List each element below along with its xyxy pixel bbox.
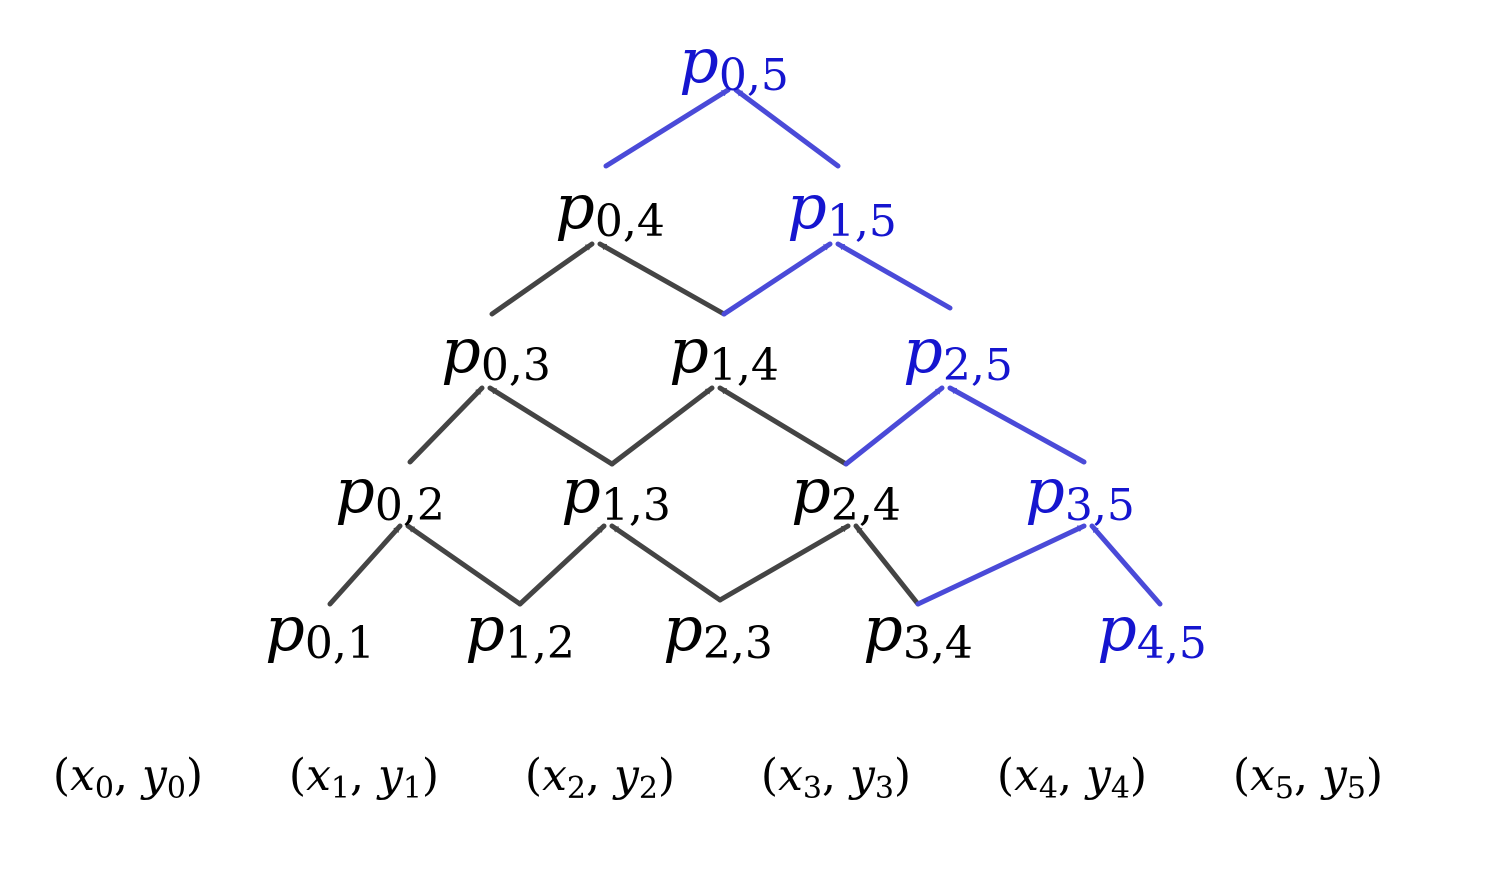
node-symbol: p <box>561 454 601 527</box>
node-subscript: 2,5 <box>943 340 1013 391</box>
node-subscript: 1,3 <box>601 480 671 531</box>
node-symbol: p <box>265 592 305 665</box>
data-point-3: (x3, y3) <box>761 750 911 806</box>
node-subscript: 3,4 <box>903 618 973 669</box>
edge-p15-to-p05-arrow <box>733 87 841 169</box>
node-p35: p3,5 <box>1025 454 1135 531</box>
node-symbol: p <box>669 314 709 387</box>
edge-p23-to-p13-arrow <box>609 523 723 603</box>
data-point-4: (x4, y4) <box>997 750 1147 806</box>
edge-p04-to-p05-arrow <box>603 87 731 169</box>
node-subscript: 1,4 <box>709 340 779 391</box>
edge-p13-to-p14-arrow <box>609 385 715 467</box>
node-symbol: p <box>787 170 827 243</box>
edge-p24-to-p25-arrow <box>843 385 945 467</box>
node-symbol: p <box>441 314 481 387</box>
node-p02: p0,2 <box>335 454 445 531</box>
edge-p45-to-p35-arrow <box>1089 523 1163 607</box>
node-subscript: 1,2 <box>505 618 575 669</box>
node-p34: p3,4 <box>863 592 973 669</box>
node-symbol: p <box>465 592 505 665</box>
node-symbol: p <box>863 592 903 665</box>
node-subscript: 0,5 <box>719 50 789 101</box>
edge-p35-to-p25-arrow <box>947 385 1087 465</box>
node-p25: p2,5 <box>903 314 1013 391</box>
edge-p03-to-p04-arrow <box>489 241 595 317</box>
edge-p25-to-p15-arrow <box>835 241 953 311</box>
node-symbol: p <box>903 314 943 387</box>
edge-p12-to-p13-arrow <box>517 523 607 607</box>
data-point-5: (x5, y5) <box>1233 750 1383 806</box>
data-point-0: (x0, y0) <box>53 750 203 806</box>
node-p45: p4,5 <box>1097 592 1207 669</box>
edge-p13-to-p03-arrow <box>487 385 615 467</box>
node-p03: p0,3 <box>441 314 551 391</box>
node-p23: p2,3 <box>663 592 773 669</box>
points-layer: (x0, y0) (x1, y1) (x2, y2) (x3, y3) (x4, y4)… <box>53 750 1383 806</box>
node-symbol: p <box>791 454 831 527</box>
edge-p23-to-p24-arrow <box>717 523 851 603</box>
edge-p01-to-p02-arrow <box>327 523 403 607</box>
node-p05: p0,5 <box>679 24 789 101</box>
edge-p02-to-p03-arrow <box>407 385 485 465</box>
node-subscript: 4,5 <box>1137 618 1207 669</box>
node-subscript: 0,3 <box>481 340 551 391</box>
node-symbol: p <box>335 454 375 527</box>
node-p13: p1,3 <box>561 454 671 531</box>
node-symbol: p <box>1097 592 1137 665</box>
node-p01: p0,1 <box>265 592 375 669</box>
data-point-2: (x2, y2) <box>525 750 675 806</box>
edges-layer <box>327 87 1163 607</box>
node-subscript: 3,5 <box>1065 480 1135 531</box>
node-subscript: 1,5 <box>827 196 897 247</box>
node-symbol: p <box>663 592 703 665</box>
node-p15: p1,5 <box>787 170 897 247</box>
node-subscript: 2,3 <box>703 618 773 669</box>
edge-p34-to-p24-arrow <box>853 523 921 607</box>
edge-p24-to-p14-arrow <box>717 385 849 467</box>
node-p14: p1,4 <box>669 314 779 391</box>
node-p24: p2,4 <box>791 454 901 531</box>
node-subscript: 0,1 <box>305 618 375 669</box>
node-subscript: 2,4 <box>831 480 901 531</box>
node-symbol: p <box>679 24 719 97</box>
node-subscript: 0,2 <box>375 480 445 531</box>
node-subscript: 0,4 <box>595 196 665 247</box>
edge-p12-to-p02-arrow <box>405 523 523 607</box>
node-symbol: p <box>1025 454 1065 527</box>
node-p04: p0,4 <box>555 170 665 247</box>
edge-p14-to-p15-arrow <box>721 241 833 317</box>
data-point-1: (x1, y1) <box>289 750 439 806</box>
edge-p14-to-p04-arrow <box>597 241 727 317</box>
node-p12: p1,2 <box>465 592 575 669</box>
edge-p34-to-p35-arrow <box>915 523 1087 607</box>
node-symbol: p <box>555 170 595 243</box>
